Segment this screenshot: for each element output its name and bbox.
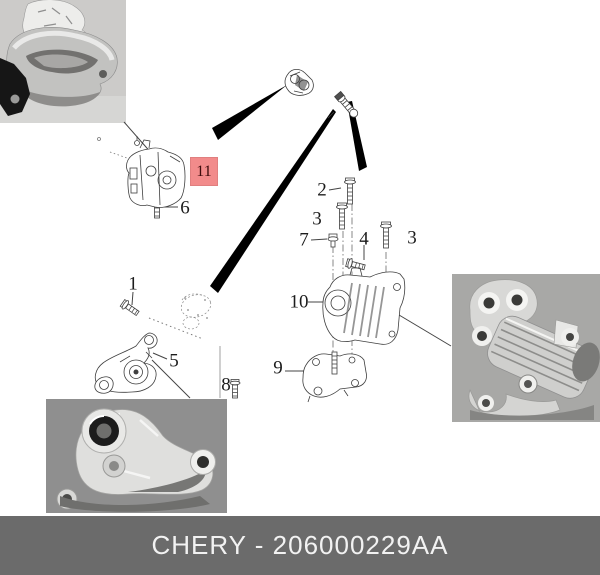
transmission-mount-bracket-photo bbox=[452, 274, 600, 422]
pointer-arrows bbox=[210, 85, 367, 293]
bolt-1 bbox=[119, 298, 141, 318]
callout-3-left: 3 bbox=[312, 208, 322, 230]
part-number-title: CHERY - 206000229AA bbox=[151, 530, 449, 560]
engine-mount-photo bbox=[0, 0, 126, 123]
footer-bar: CHERY - 206000229AA bbox=[0, 516, 600, 575]
arrow-short-right bbox=[347, 101, 367, 171]
part-9-drawing bbox=[302, 351, 367, 403]
part-11-drawing bbox=[97, 136, 186, 208]
callout-9: 9 bbox=[273, 357, 283, 379]
nut-7 bbox=[327, 233, 339, 248]
bolt-3-left bbox=[336, 202, 348, 230]
arrow-to-small-part-left bbox=[212, 85, 287, 140]
callout-10: 10 bbox=[289, 291, 309, 313]
callout-8: 8 bbox=[221, 374, 231, 396]
callout-2: 2 bbox=[317, 179, 327, 201]
part-10-drawing bbox=[322, 267, 406, 345]
callout-7: 7 bbox=[299, 229, 309, 251]
bolt-4 bbox=[344, 257, 367, 273]
bolt-8 bbox=[229, 379, 241, 399]
callout-3-right: 3 bbox=[407, 227, 417, 249]
bolt-2 bbox=[344, 177, 356, 205]
arrow-long-from-lower-left bbox=[210, 109, 336, 293]
callout-6: 6 bbox=[180, 197, 190, 219]
small-part-upper-left bbox=[284, 68, 314, 96]
callout-4: 4 bbox=[359, 228, 369, 250]
part-5-drawing bbox=[94, 332, 158, 394]
small-part-upper-right bbox=[327, 90, 359, 119]
bolt-3-right bbox=[380, 221, 392, 249]
highlighted-part-badge: 11 bbox=[190, 157, 218, 186]
callout-5: 5 bbox=[169, 350, 179, 372]
mount-bracket-arm-photo bbox=[46, 399, 227, 513]
subframe-sketch bbox=[180, 293, 212, 330]
callout-1: 1 bbox=[128, 273, 138, 295]
